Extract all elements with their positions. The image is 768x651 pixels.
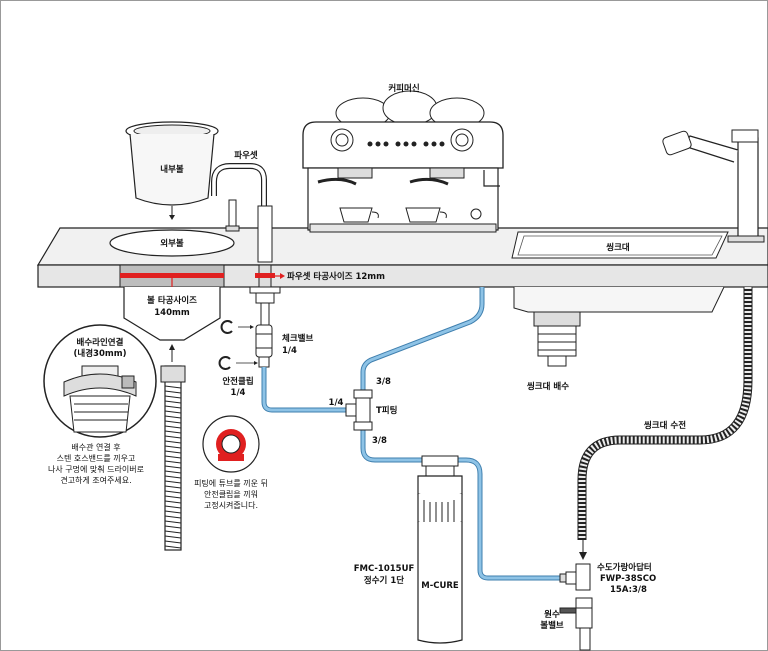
hose-ring <box>164 430 182 434</box>
hose-ring <box>164 410 182 414</box>
hose-ring <box>164 495 182 499</box>
faucet-hole-label: 파우셋 타공사이즈 12mm <box>287 271 385 282</box>
safety-clip-label-2: 1/4 <box>231 388 246 398</box>
safety-clip-icon <box>218 356 258 370</box>
arrow-down-icon <box>169 215 175 220</box>
hose-ring <box>164 535 182 539</box>
filter-model-1: FMC-1015UF <box>354 564 415 574</box>
hose-ring <box>164 435 182 439</box>
source-ball-valve: 원수 볼밸브 <box>540 597 593 651</box>
fitting-note-3: 고정시켜줍니다. <box>204 500 258 510</box>
drain-title-1: 배수라인연결 <box>77 337 124 348</box>
fitting-1-4: 1/4 <box>329 398 344 408</box>
hose-ring <box>164 475 182 479</box>
hose-ring <box>164 525 182 529</box>
coffee-machine: 커피머신 <box>302 83 504 233</box>
sink-basin: 씽크대 배수 씽크대 <box>513 242 725 392</box>
hose-ring <box>164 490 182 494</box>
hose-ring <box>164 460 182 464</box>
water-filter: M-CURE FMC-1015UF 정수기 1단 <box>354 455 463 644</box>
fitting-note-2: 안전클립을 끼워 <box>204 489 258 499</box>
safety-clip-icon <box>220 320 254 334</box>
hose-ring <box>164 515 182 519</box>
adapter-label-1: 수도가랑아답터 <box>597 562 652 573</box>
check-valve-label-1: 체크밸브 <box>282 333 313 344</box>
hose-ring <box>164 485 182 489</box>
sink-faucet <box>662 129 765 243</box>
adapter-label-3: 15A:3/8 <box>610 585 647 595</box>
hose-ring <box>164 390 182 394</box>
t-fitting-label: T피팅 <box>376 405 397 416</box>
sink-drain-label: 씽크대 배수 <box>527 381 569 392</box>
hose-ring <box>164 545 182 549</box>
hose-ring <box>164 440 182 444</box>
faucet-label: 파우셋 <box>234 150 258 161</box>
hose-ring <box>164 465 182 469</box>
hose-ring <box>164 505 182 509</box>
hose-ring <box>164 500 182 504</box>
hose-ring <box>164 425 182 429</box>
hose-ring <box>164 420 182 424</box>
drain-note-4: 견고하게 조여주세요. <box>60 475 131 485</box>
hose-ring <box>164 470 182 474</box>
hose-ring <box>164 450 182 454</box>
source-valve-label-1: 원수 <box>544 609 560 620</box>
tap-adapter: 수도가랑아답터 FWP-38SCO 15A:3/8 <box>559 562 656 595</box>
sink-supply-hose: 씽크대 수전 <box>577 287 753 560</box>
outer-bowl-label: 외부볼 <box>160 238 184 249</box>
bowl-hole-label-1: 볼 타공사이즈 <box>147 295 197 306</box>
coffee-machine-label: 커피머신 <box>388 83 419 94</box>
hose-ring <box>164 400 182 404</box>
hose-ring <box>164 520 182 524</box>
outer-bowl: 외부볼 볼 타공사이즈 140mm <box>109 229 235 362</box>
fitting-clip-icon: 피팅에 튜브를 끼운 뒤 안전클립을 끼워 고정시켜줍니다. <box>194 415 268 510</box>
drain-hose <box>160 365 186 551</box>
hose-ring <box>164 530 182 534</box>
hose-ring <box>164 445 182 449</box>
adapter-label-2: FWP-38SCO <box>600 574 656 584</box>
hose-ring <box>164 385 182 389</box>
filter-model-2: 정수기 1단 <box>364 575 404 586</box>
arrow-up-icon <box>169 344 175 350</box>
drain-note-2: 스텐 호스밴드를 끼우고 <box>57 453 136 463</box>
hose-ring <box>164 405 182 409</box>
safety-clip-label-1: 안전클립 <box>222 376 253 387</box>
inner-bowl-label: 내부볼 <box>160 164 184 175</box>
check-valve-label-2: 1/4 <box>282 346 297 356</box>
arrow-down-icon <box>579 552 587 560</box>
drain-title-2: (내경30mm) <box>74 348 127 359</box>
hose-ring <box>164 415 182 419</box>
hose-ring <box>164 480 182 484</box>
fitting-note-1: 피팅에 튜브를 끼운 뒤 <box>194 478 268 488</box>
sink-supply-label: 씽크대 수전 <box>644 420 686 431</box>
fitting-3-8-bottom: 3/8 <box>372 436 387 446</box>
inner-bowl: 내부볼 <box>125 121 219 220</box>
water-faucet: 파우셋 파우셋 타공사이즈 12mm 체크밸브 1/4 안전클립 1/4 <box>211 150 385 398</box>
source-valve-label-2: 볼밸브 <box>540 620 564 631</box>
hose-ring <box>164 540 182 544</box>
fitting-3-8-top: 3/8 <box>376 377 391 387</box>
sink-label: 씽크대 <box>606 242 630 253</box>
hose-ring <box>164 395 182 399</box>
drain-note-1: 배수관 연결 후 <box>71 442 120 452</box>
t-fitting: 3/8 1/4 T피팅 3/8 <box>329 377 398 446</box>
hose-ring <box>164 510 182 514</box>
bowl-hole-label-2: 140mm <box>154 308 190 318</box>
drain-note-3: 나사 구멍에 맞춰 드라이버로 <box>48 464 144 474</box>
drain-detail: 배수라인연결 (내경30mm) 배수관 연결 후 스텐 호스밴드를 끼우고 나사… <box>43 324 157 485</box>
water-tubes <box>261 287 566 581</box>
hose-ring <box>164 455 182 459</box>
filter-brand: M-CURE <box>421 581 459 591</box>
